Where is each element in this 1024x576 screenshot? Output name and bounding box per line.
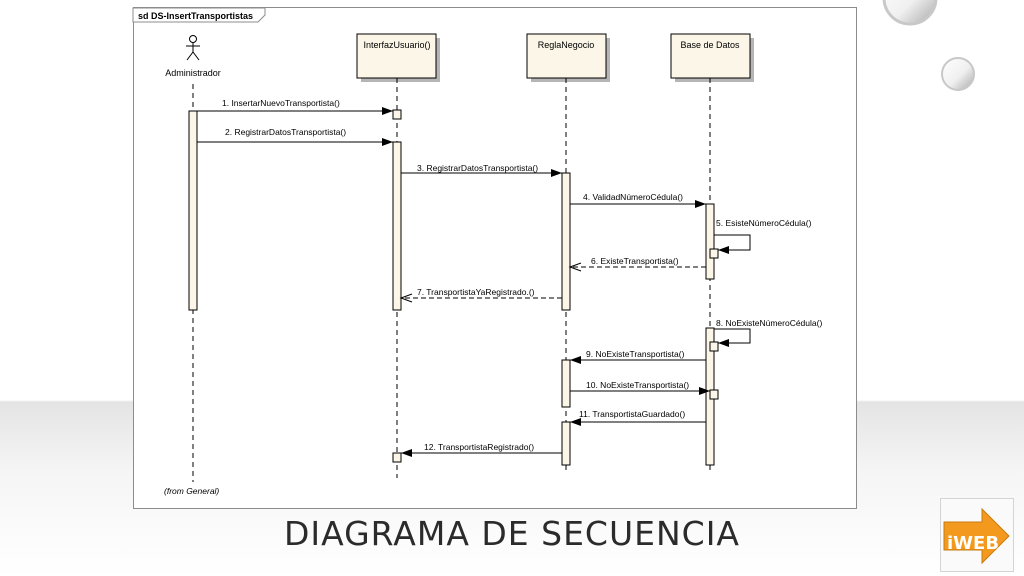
iweb-logo: iWEB (940, 498, 1014, 572)
lifeline-name: InterfazUsuario() (363, 40, 430, 50)
actor-name: Administrador (165, 68, 221, 78)
bd-self-activation-2 (709, 341, 719, 352)
message-11: 11. TransportistaGuardado() (570, 409, 706, 426)
arrowhead-icon (382, 138, 393, 146)
interfaz-activation-small (392, 109, 402, 120)
frame-label: sd DS-InsertTransportistas (138, 11, 253, 21)
actor-footnote: (from General) (164, 486, 219, 496)
lifeline-box (670, 33, 751, 79)
message-2: 2. RegistrarDatosTransportista() (197, 127, 393, 146)
message-8: 8. NoExisteNúmeroCédula() (714, 318, 822, 347)
lifeline-name: Base de Datos (680, 40, 740, 50)
regla-activation-lower (561, 421, 571, 466)
decorative-bubble-large (882, 0, 938, 26)
message-label: 11. TransportistaGuardado() (579, 409, 685, 419)
message-label: 6. ExisteTransportista() (591, 256, 679, 266)
stick-figure-icon (186, 35, 200, 61)
message-line (714, 234, 751, 251)
arrowhead-icon (382, 107, 393, 115)
arrowhead-icon (568, 262, 582, 272)
message-label: 10. NoExisteTransportista() (586, 380, 689, 390)
bd-self-activation-3 (709, 389, 719, 400)
arrowhead-icon (551, 169, 562, 177)
arrowhead-icon (718, 246, 729, 254)
message-label: 7. TransportistaYaRegistrado.() (417, 287, 535, 297)
arrowhead-icon (401, 449, 412, 457)
message-12: 12. TransportistaRegistrado() (401, 442, 562, 457)
logo-arrow-icon (943, 507, 1010, 565)
slide-title: DIAGRAMA DE SECUENCIA (283, 514, 741, 553)
message-label: 9. NoExisteTransportista() (586, 349, 685, 359)
decorative-bubble-small (941, 57, 975, 91)
message-9: 9. NoExisteTransportista() (570, 349, 706, 364)
interfaz-activation-end (392, 452, 402, 463)
actor-activation-bar (188, 110, 198, 311)
message-10: 10. NoExisteTransportista() (570, 380, 710, 395)
lifeline-regla-negocio: ReglaNegocio (526, 33, 610, 82)
message-label: 12. TransportistaRegistrado() (424, 442, 534, 452)
message-label: 4. ValidadNúmeroCédula() (583, 192, 683, 202)
arrowhead-icon (718, 339, 729, 347)
message-5: 5. EsisteNúmeroCédula() (714, 218, 812, 254)
lifeline-interfaz-usuario: InterfazUsuario() (356, 33, 440, 82)
message-label: 2. RegistrarDatosTransportista() (225, 127, 346, 137)
interfaz-activation-bar (392, 141, 402, 311)
message-label: 8. NoExisteNúmeroCédula() (716, 318, 822, 328)
lifeline-name: ReglaNegocio (538, 40, 595, 50)
frame-label-tab: sd DS-InsertTransportistas (132, 7, 266, 23)
arrowhead-icon (570, 356, 581, 364)
message-label: 5. EsisteNúmeroCédula() (716, 218, 812, 228)
message-label: 3. RegistrarDatosTransportista() (417, 163, 538, 173)
message-label: 1. InsertarNuevoTransportista() (222, 98, 340, 108)
message-3: 3. RegistrarDatosTransportista() (401, 163, 562, 177)
arrowhead-icon (570, 418, 581, 426)
arrowhead-icon (699, 387, 710, 395)
bd-activation-bar (705, 203, 715, 280)
arrowhead-icon (399, 293, 413, 303)
message-7: 7. TransportistaYaRegistrado.() (399, 287, 562, 303)
bd-self-activation-1 (709, 248, 719, 259)
lifeline-box (526, 33, 607, 79)
diagram-frame (133, 7, 857, 509)
lifeline-base-de-datos: Base de Datos (670, 33, 754, 82)
logo-text: iWEB (947, 533, 1000, 554)
actor-administrador: Administrador (165, 35, 221, 78)
message-4: 4. ValidadNúmeroCédula() (570, 192, 706, 208)
regla-activation-bar (561, 172, 571, 311)
message-line (714, 328, 751, 344)
regla-activation-middle (561, 359, 571, 408)
message-1: 1. InsertarNuevoTransportista() (197, 98, 393, 115)
arrowhead-icon (695, 200, 706, 208)
message-6: 6. ExisteTransportista() (568, 256, 706, 272)
